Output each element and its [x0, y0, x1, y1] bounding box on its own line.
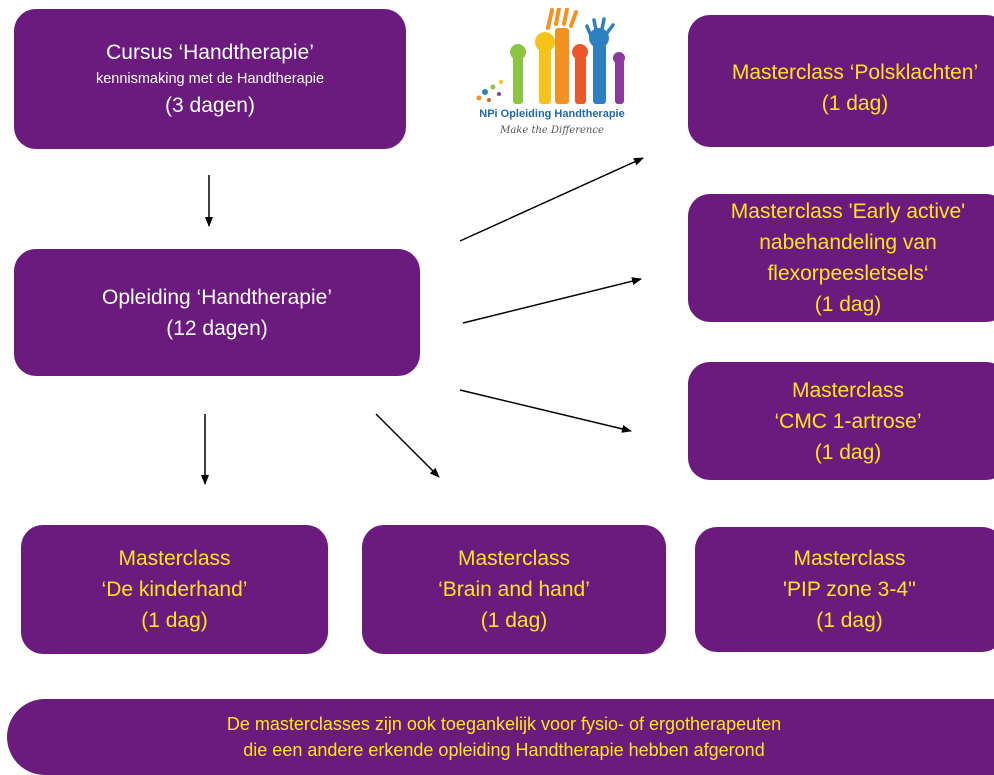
pip-topic: 'PIP zone 3-4''	[782, 578, 917, 601]
footer-line-2: die een andere erkende opleiding Handthe…	[243, 740, 765, 760]
early-active-line3: flexorpeesletsels‘	[767, 262, 929, 285]
cursus-handtherapie-box: Cursus ‘Handtherapie’ kennismaking met d…	[14, 9, 406, 149]
brain-hand-topic: ‘Brain and hand’	[438, 578, 590, 601]
opleiding-title: Opleiding ‘Handtherapie’	[102, 285, 332, 309]
kinderhand-duration: (1 dag)	[141, 609, 208, 632]
cursus-title: Cursus ‘Handtherapie’	[106, 41, 314, 64]
arrow-to-early-active	[462, 277, 642, 324]
cursus-subtitle: kennismaking met de Handtherapie	[95, 71, 325, 87]
masterclass-brain-hand-box: Masterclass ‘Brain and hand’ (1 dag)	[362, 525, 666, 654]
masterclass-early-active-box: Masterclass 'Early active' nabehandeling…	[688, 194, 994, 322]
cursus-duration: (3 dagen)	[165, 94, 255, 117]
cmc-title: Masterclass	[791, 378, 905, 402]
opleiding-handtherapie-box: Opleiding ‘Handtherapie’ (12 dagen)	[14, 249, 420, 376]
npi-logo: NPi Opleiding Handtherapie Make the Diff…	[455, 8, 655, 148]
early-active-line2: nabehandeling van	[759, 231, 937, 254]
masterclass-cmc-box: Masterclass ‘CMC 1-artrose’ (1 dag)	[688, 362, 994, 480]
kinderhand-topic: ‘De kinderhand’	[101, 578, 248, 601]
arrow-to-polsklachten	[459, 157, 644, 242]
brain-hand-duration: (1 dag)	[480, 609, 548, 632]
kinderhand-title: Masterclass	[118, 547, 231, 570]
cmc-duration: (1 dag)	[814, 440, 882, 464]
cmc-topic: ‘CMC 1-artrose’	[774, 409, 922, 433]
early-active-title: Masterclass 'Early active'	[730, 200, 966, 223]
masterclass-pip-zone-box: Masterclass 'PIP zone 3-4'' (1 dag)	[695, 527, 994, 652]
pip-duration: (1 dag)	[816, 609, 883, 632]
polsklachten-title: Masterclass ‘Polsklachten’	[731, 61, 979, 84]
masterclass-kinderhand-box: Masterclass ‘De kinderhand’ (1 dag)	[21, 525, 328, 654]
early-active-duration: (1 dag)	[814, 293, 882, 316]
brain-hand-title: Masterclass	[457, 547, 571, 570]
masterclass-polsklachten-box: Masterclass ‘Polsklachten’ (1 dag)	[688, 15, 994, 147]
footer-line-1: De masterclasses zijn ook toegankelijk v…	[226, 714, 782, 734]
pip-title: Masterclass	[793, 547, 906, 570]
logo-name: NPi Opleiding Handtherapie	[479, 108, 625, 120]
polsklachten-duration: (1 dag)	[821, 92, 889, 115]
footer-note-banner: De masterclasses zijn ook toegankelijk v…	[7, 699, 994, 775]
raised-hands-icon	[476, 8, 625, 104]
opleiding-duration: (12 dagen)	[166, 316, 268, 340]
arrow-to-brain-hand	[375, 413, 440, 478]
arrow-to-cmc	[459, 389, 632, 433]
logo-tagline: Make the Difference	[500, 125, 604, 136]
